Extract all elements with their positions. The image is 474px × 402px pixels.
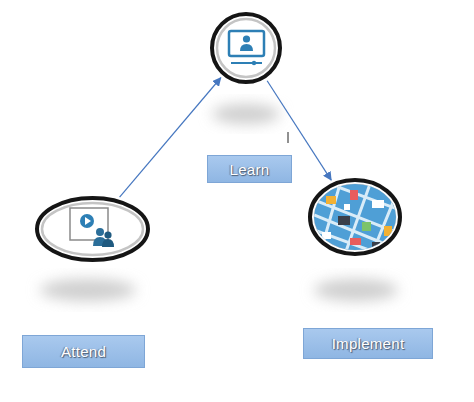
ring-outer: [37, 198, 148, 260]
flow-arrow: [120, 78, 221, 197]
drop-shadow: [212, 104, 280, 124]
step-label: Attend: [22, 335, 145, 368]
step-label: Learn: [207, 155, 292, 183]
step-label: Implement: [303, 328, 433, 359]
city-illustration: [310, 180, 402, 256]
ring-inner: [315, 185, 395, 249]
ring-outer: [310, 180, 400, 254]
ring-inner: [42, 203, 143, 255]
drop-shadow: [314, 279, 398, 301]
drop-shadow: [40, 279, 136, 301]
ring-outer: [212, 14, 280, 82]
ring-inner: [217, 19, 275, 77]
text-cursor: [288, 132, 289, 143]
